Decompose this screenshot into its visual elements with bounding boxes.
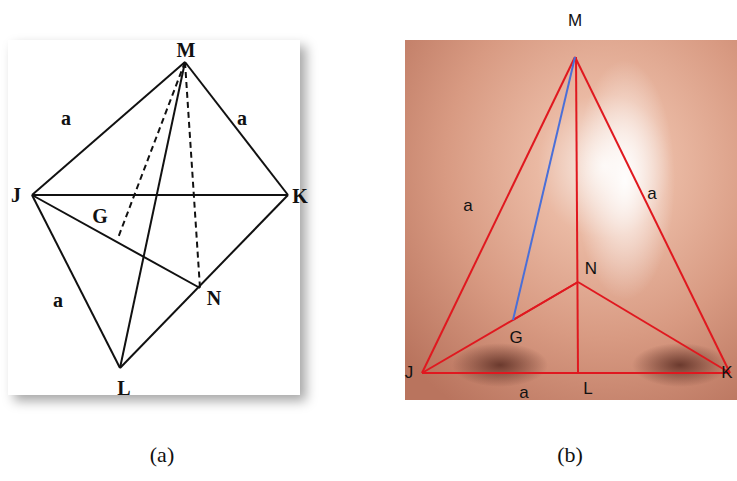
panel-caption: (a)	[150, 444, 174, 466]
point-label: K	[292, 186, 308, 206]
point-label: M	[177, 40, 196, 60]
point-label: a	[519, 384, 528, 401]
point-label: J	[405, 364, 414, 381]
point-label: a	[647, 185, 656, 202]
point-label: a	[61, 108, 71, 128]
point-label: a	[463, 197, 472, 214]
point-label: a	[237, 108, 247, 128]
panel-caption: (b)	[557, 444, 583, 466]
blue-line	[513, 57, 575, 320]
tetrahedron	[32, 62, 288, 368]
point-label: K	[721, 364, 732, 381]
point-label: N	[207, 288, 221, 308]
point-label: G	[92, 206, 108, 226]
point-label: a	[53, 290, 63, 310]
nose-highlight	[575, 60, 675, 300]
nose-photo	[405, 40, 737, 400]
point-label: M	[568, 12, 582, 29]
point-label: N	[585, 260, 597, 277]
nostril	[452, 343, 548, 387]
point-label: L	[583, 380, 592, 397]
panel-frame	[8, 40, 300, 395]
point-label: J	[11, 185, 21, 205]
point-label: G	[509, 329, 522, 346]
point-label: L	[117, 378, 130, 398]
nose-triangle	[422, 57, 730, 373]
nostril	[632, 343, 728, 387]
